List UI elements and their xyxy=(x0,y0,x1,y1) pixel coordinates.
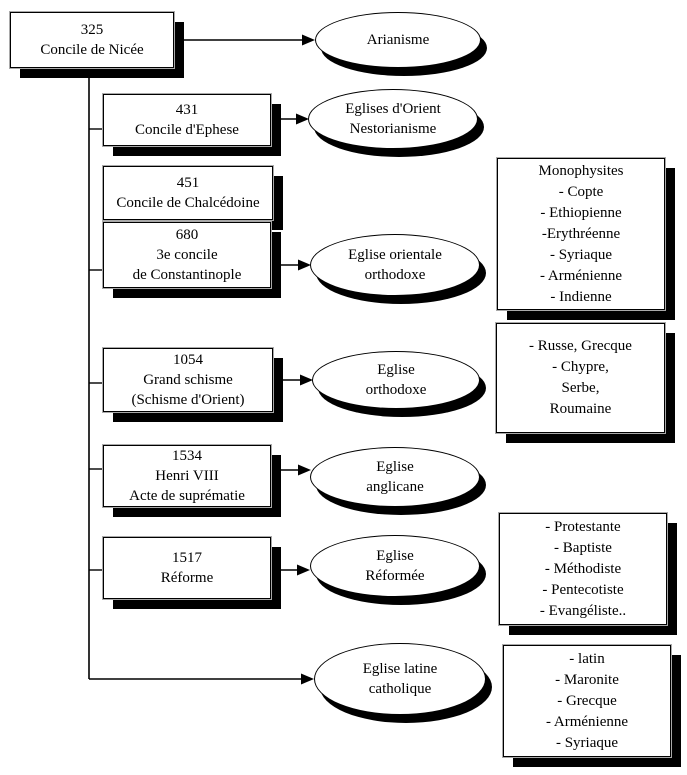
arrow-trunk-latine-catholique xyxy=(89,673,314,685)
node-line: 451 xyxy=(176,175,200,191)
node-line: 1517 xyxy=(172,550,202,566)
node-line: Grand schisme xyxy=(143,372,233,388)
node-rites-catholiques: - latin - Maronite - Grecque - Arménienn… xyxy=(502,644,672,758)
node-line: Monophysites xyxy=(538,162,624,179)
node-line: - latin xyxy=(569,650,605,667)
node-line: Concile de Chalcédoine xyxy=(116,195,260,211)
node-line: Eglise latine xyxy=(362,661,438,677)
node-line: catholique xyxy=(368,681,432,697)
node-line: Acte de suprématie xyxy=(129,488,245,504)
node-line: orthodoxe xyxy=(364,267,426,283)
node-line: Concile de Nicée xyxy=(40,42,144,58)
node-henri-viii: 1534 Henri VIII Acte de suprématie xyxy=(102,444,272,508)
node-line: - Russe, Grecque xyxy=(529,338,632,354)
node-nestorianisme: Eglises d'Orient Nestorianisme xyxy=(308,89,478,149)
node-grand-schisme: 1054 Grand schisme (Schisme d'Orient) xyxy=(102,347,274,413)
node-line: (Schisme d'Orient) xyxy=(131,392,245,408)
node-line: - Chypre, xyxy=(552,359,609,375)
node-line: - Ethiopienne xyxy=(540,204,622,221)
node-line: Nestorianisme xyxy=(349,121,437,137)
node-eglises-reformees: - Protestante - Baptiste - Méthodiste - … xyxy=(498,512,668,626)
node-line: anglicane xyxy=(366,479,424,495)
node-line: Serbe, xyxy=(561,380,600,396)
node-eglises-orthodoxes: - Russe, Grecque - Chypre, Serbe, Roumai… xyxy=(495,322,666,434)
node-line: - Syriaque xyxy=(555,734,619,751)
node-line: 431 xyxy=(175,102,199,118)
node-line: Henri VIII xyxy=(155,468,219,484)
node-line: 3e concile xyxy=(156,247,218,263)
node-line: Réforme xyxy=(160,570,214,586)
node-concile-nicee: 325 Concile de Nicée xyxy=(9,11,175,69)
node-line: -Erythréenne xyxy=(541,225,621,242)
node-line: 325 xyxy=(80,22,104,38)
node-line: 1534 xyxy=(172,448,202,464)
node-line: - Maronite xyxy=(555,671,619,688)
node-line: - Copte xyxy=(558,183,604,200)
node-line: - Baptiste xyxy=(554,539,612,556)
arrow-ephese-nestorianisme xyxy=(272,113,309,125)
node-reforme: 1517 Réforme xyxy=(102,536,272,600)
node-arianisme: Arianisme xyxy=(315,12,481,68)
node-line: de Constantinople xyxy=(132,267,242,283)
node-line: orthodoxe xyxy=(365,382,427,398)
arrow-constantinople-orientale xyxy=(272,259,311,271)
node-line: - Protestante xyxy=(545,518,621,535)
node-line: 680 xyxy=(175,227,199,243)
node-line: - Syriaque xyxy=(549,246,613,263)
node-line: - Pentecotiste xyxy=(542,581,624,598)
arrow-schisme-orthodoxe xyxy=(274,374,313,386)
node-line: 1054 xyxy=(173,352,203,368)
node-latine-catholique: Eglise latine catholique xyxy=(314,643,486,715)
node-line: Réformée xyxy=(365,568,425,584)
arrow-reforme-reformee xyxy=(272,564,310,576)
node-line: Eglise xyxy=(377,362,415,378)
node-line: Roumaine xyxy=(549,401,612,417)
node-line: Eglises d'Orient xyxy=(345,101,441,117)
node-reformee: Eglise Réformée xyxy=(310,535,480,597)
node-orientale-orthodoxe: Eglise orientale orthodoxe xyxy=(310,234,480,296)
node-line: Eglise orientale xyxy=(348,247,442,263)
node-line: - Arménienne xyxy=(545,713,629,730)
node-orthodoxe: Eglise orthodoxe xyxy=(312,351,480,409)
node-line: - Méthodiste xyxy=(544,560,622,577)
node-line: Eglise xyxy=(376,459,414,475)
node-line: Arianisme xyxy=(366,32,430,48)
node-line: Concile d'Ephese xyxy=(135,122,239,138)
node-line: - Arménienne xyxy=(539,267,623,284)
node-line: - Evangéliste.. xyxy=(539,602,627,619)
node-line: - Grecque xyxy=(557,692,617,709)
node-concile-chalcedoine: 451 Concile de Chalcédoine xyxy=(102,165,274,221)
node-monophysites: Monophysites - Copte - Ethiopienne -Eryt… xyxy=(496,157,666,311)
arrow-nicee-arianisme xyxy=(176,34,315,46)
node-anglicane: Eglise anglicane xyxy=(310,447,480,507)
arrow-henri-anglicane xyxy=(272,464,311,476)
node-line: Eglise xyxy=(376,548,414,564)
node-concile-constantinople: 680 3e concile de Constantinople xyxy=(102,221,272,289)
node-line: - Indienne xyxy=(550,288,612,305)
node-concile-ephese: 431 Concile d'Ephese xyxy=(102,93,272,147)
